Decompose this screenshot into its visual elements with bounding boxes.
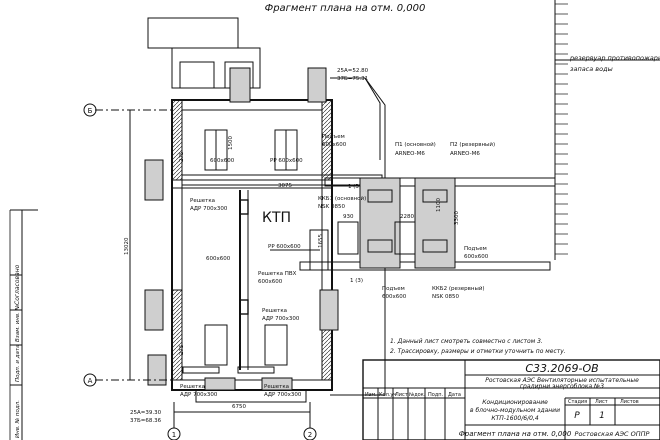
building-outline — [144, 17, 386, 403]
col-doc: №док. — [409, 392, 426, 398]
title-block: Изм. Кол.уч Лист №док. Подп. Дата С33.20… — [362, 359, 660, 440]
dim-6750: 6750 — [232, 404, 246, 410]
dim-1655: 1655 — [318, 234, 324, 248]
grid-axes: Б А 1 2 — [83, 103, 317, 440]
mark-13-b: 1 (3) — [350, 278, 363, 284]
reservoir-area: резервуар противопожарного запаса воды — [554, 0, 660, 260]
axis-a-label: А — [88, 377, 93, 385]
grille-b2-l1: Решетка — [264, 384, 289, 390]
col-list: Лист — [395, 392, 408, 398]
doc-code: С33.2069-ОВ — [525, 362, 598, 375]
project-line-2: градирни энергоблока №3 — [520, 383, 604, 390]
ductwork — [181, 174, 556, 374]
kkb2-l2: NSK 0850 — [432, 294, 459, 300]
grille-pvkh-l2: 600x600 — [258, 279, 283, 285]
equipment-labels: 25А=52.80 37Б=75.31 РР 600x600 600x600 П… — [130, 68, 495, 424]
mark-13-a: 1 (3) — [348, 184, 361, 190]
pp-label-2: РР 600x600 — [268, 244, 301, 250]
room-label-ktp: КТП — [262, 210, 291, 226]
organization: Ростовская АЭС ОППР — [575, 430, 650, 438]
rise-3-l1: Подъем — [382, 286, 405, 292]
dim-1500: 1500 — [228, 136, 234, 150]
dimensions: 13020 1500 275 275 6750 3075 930 2280 11… — [124, 136, 460, 410]
kkb1-l1: ККБ1 (основной) — [318, 195, 366, 202]
side-label-sign-date: Подп. и дата — [15, 344, 21, 382]
dim-2280: 2280 — [400, 214, 414, 220]
pp-label-1: РР 600x600 — [270, 158, 303, 164]
sheet-name: Фрагмент плана на отм. 0,000 — [459, 430, 572, 438]
note-2: 2. Трассировку, размеры и отметки уточни… — [390, 348, 566, 355]
dim-3300: 3300 — [454, 211, 460, 225]
stage-label: Стадия — [568, 399, 587, 405]
kkb2-l1: ККБ2 (резервный) — [432, 285, 485, 292]
rise-1-l2: 600x600 — [322, 142, 347, 148]
elev-top-2: 37Б=75.31 — [337, 76, 368, 82]
dim-3075: 3075 — [278, 183, 292, 189]
grille-b1-l2: АДР 700x300 — [180, 392, 218, 398]
reservoir-label-1: резервуар противопожарного — [569, 54, 660, 62]
object-line-3: КТП-1600/6/0,4 — [491, 415, 538, 422]
object-line-1: Кондиционирование — [482, 399, 548, 406]
p1-l1: П1 (основной) — [395, 141, 436, 148]
grille-b1-l1: Решетка — [180, 384, 205, 390]
col-izm: Изм. — [365, 392, 377, 398]
rise-2-l1: Подъем — [464, 246, 487, 252]
dim-275-top: 275 — [179, 151, 185, 162]
col-sign: Подп. — [428, 392, 444, 398]
left-side-stamp: Согласовано Взам. инв. № Подп. и дата Ин… — [9, 209, 38, 440]
axis-2-label: 2 — [308, 431, 312, 439]
rise-3-l2: 600x600 — [382, 294, 407, 300]
reservoir-label-2: запаса воды — [570, 65, 613, 73]
col-date: Дата — [448, 392, 461, 398]
grille-mid-l1: Решетка — [262, 308, 287, 314]
grille-top-l2: АДР 700x300 — [190, 206, 228, 212]
notes: 1. Данный лист смотреть совместно с лист… — [390, 338, 566, 355]
side-label-agreed: Согласовано — [14, 264, 21, 305]
side-label-replace: Взам. инв. № — [15, 304, 21, 342]
axis-1-label: 1 — [172, 431, 176, 439]
dim-13020: 13020 — [124, 237, 130, 255]
object-line-2: в блочно-модульном здании — [470, 407, 560, 414]
p1-l2: ARNEO-М6 — [395, 151, 425, 157]
col-kol: Кол.уч — [379, 392, 396, 398]
grille-top-l1: Решетка — [190, 198, 215, 204]
axis-b-label: Б — [88, 107, 93, 115]
project-line-1: Ростовская АЭС Вентиляторные испытательн… — [485, 377, 639, 384]
note-1: 1. Данный лист смотреть совместно с лист… — [390, 338, 543, 345]
dim-930: 930 — [343, 214, 354, 220]
grille-pvkh-l1: Решетка ПВХ — [258, 271, 297, 277]
size-600-b: 600x600 — [206, 256, 231, 262]
stage-value: Р — [574, 411, 580, 421]
sheets-label: Листов — [620, 399, 639, 405]
elev-bot-2: 37Б=68.36 — [130, 418, 162, 424]
sheet-value: 1 — [599, 411, 605, 421]
dim-1100: 1100 — [436, 198, 442, 212]
dim-275-bottom: 275 — [179, 344, 185, 355]
p2-l1: П2 (резервный) — [450, 141, 495, 148]
size-600-a: 600x600 — [210, 158, 235, 164]
rise-1-l1: Подъем — [322, 134, 345, 140]
sheet-label: Лист — [595, 399, 608, 405]
grille-mid-l2: АДР 700x300 — [262, 316, 300, 322]
elev-bot-1: 25А=39.30 — [130, 410, 162, 416]
grille-b2-l2: АДР 700x300 — [264, 392, 302, 398]
p2-l2: ARNEO-М6 — [450, 151, 480, 157]
rise-2-l2: 600x600 — [464, 254, 489, 260]
drawing-title: Фрагмент плана на отм. 0,000 — [265, 3, 426, 14]
elev-top-1: 25А=52.80 — [337, 68, 369, 74]
side-label-inv: Инв. № подл. — [15, 400, 21, 438]
kkb1-l2: NSK 0850 — [318, 204, 345, 210]
